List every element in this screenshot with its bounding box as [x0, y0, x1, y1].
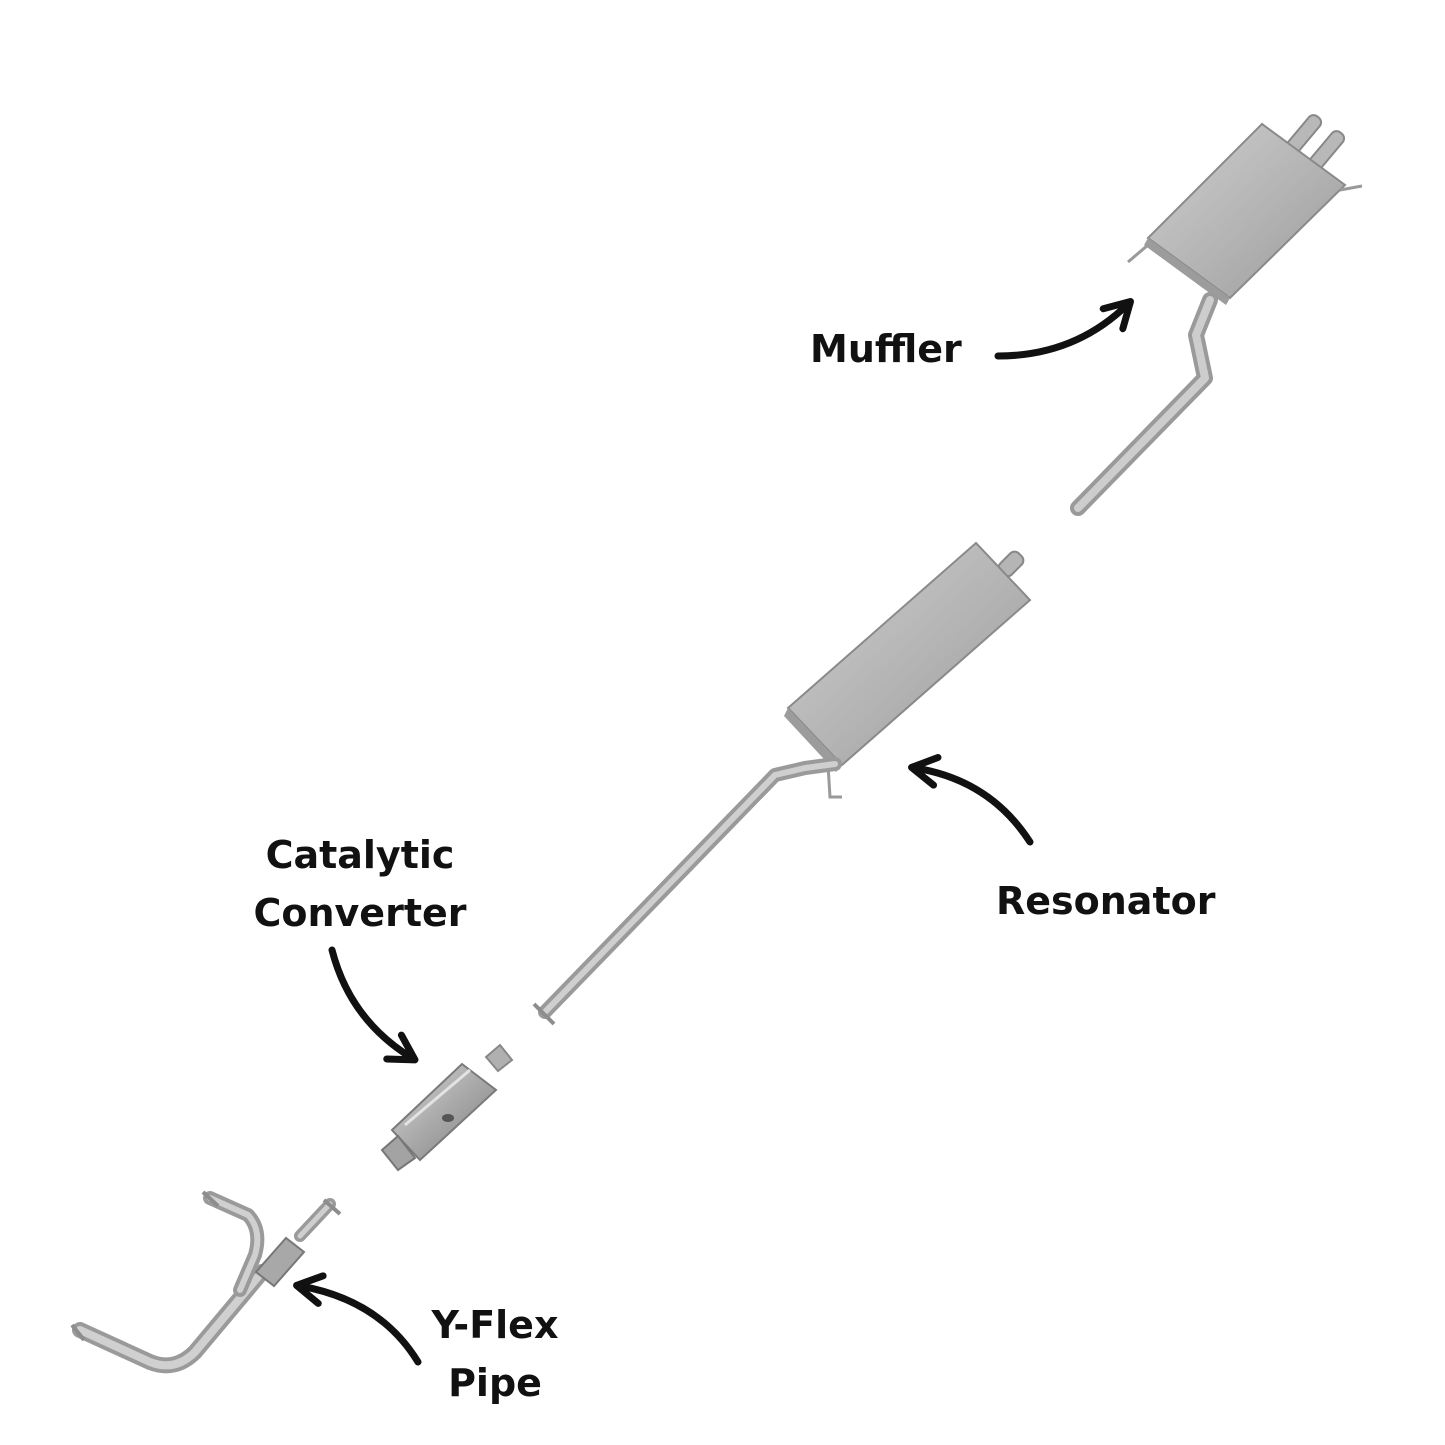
- y-flex-label-line1: Y-Flex: [431, 1303, 559, 1347]
- muffler-label-text: Muffler: [810, 327, 962, 371]
- y-flex-label-line2: Pipe: [448, 1361, 542, 1405]
- y-flex-pipe-arrow: [293, 1272, 422, 1366]
- catalytic-converter-part: [380, 1043, 514, 1172]
- resonator-label-text: Resonator: [996, 879, 1216, 923]
- catalytic-label-line1: Catalytic: [265, 833, 455, 877]
- muffler-part: [1070, 114, 1363, 516]
- muffler-arrow: [994, 298, 1134, 360]
- catalytic-converter-label: Catalytic Converter: [240, 826, 480, 942]
- resonator-label: Resonator: [996, 872, 1215, 930]
- catalytic-label-line2: Converter: [253, 891, 467, 935]
- y-flex-pipe-part: [70, 1190, 342, 1374]
- muffler-label: Muffler: [810, 320, 962, 378]
- resonator-part: [532, 541, 1032, 1026]
- resonator-arrow: [908, 754, 1034, 846]
- annotation-arrows: [293, 298, 1134, 1366]
- catalytic-converter-arrow: [328, 946, 419, 1064]
- y-flex-pipe-label: Y-Flex Pipe: [410, 1296, 580, 1412]
